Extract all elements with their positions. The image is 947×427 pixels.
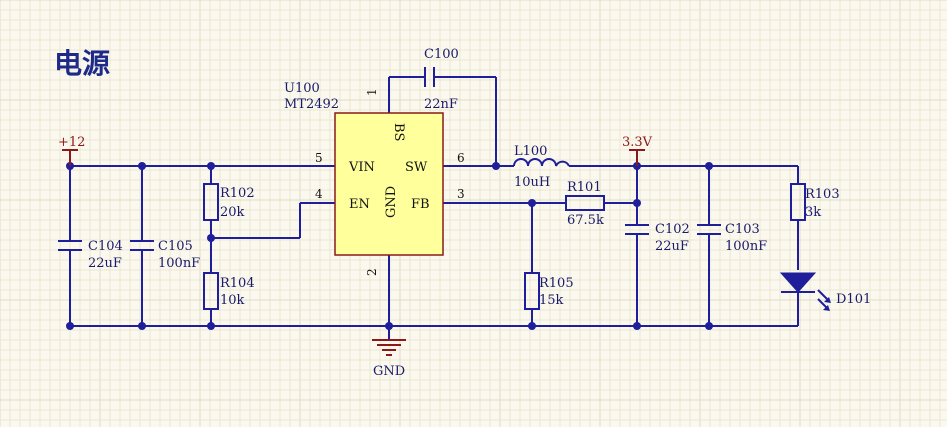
- junction-dot: [705, 322, 713, 330]
- c100-ref: C100: [424, 47, 459, 62]
- r103-value: 3k: [805, 205, 821, 220]
- power-label-3v3: 3.3V: [622, 135, 653, 150]
- junction-dot: [705, 162, 713, 170]
- junction-dot: [385, 322, 393, 330]
- pin-number-gnd: 2: [365, 268, 379, 276]
- pin-number-vin: 5: [315, 151, 323, 165]
- c100-value: 22nF: [424, 97, 458, 112]
- c103-ref: C103: [725, 222, 760, 237]
- pin-label-en: EN: [349, 197, 370, 212]
- power-label-12v: +12: [58, 135, 85, 150]
- resistor-r101: R101 67.5k: [565, 180, 605, 228]
- junction-dot: [138, 162, 146, 170]
- resistor-r102: R102 20k: [203, 183, 255, 221]
- power-symbol-12v: +12: [58, 135, 85, 166]
- pin-label-fb: FB: [411, 197, 430, 212]
- c102-ref: C102: [655, 222, 690, 237]
- junction-dot: [207, 234, 215, 242]
- pin-label-bs: BS: [391, 123, 406, 141]
- junction-dot: [207, 162, 215, 170]
- junction-dot: [633, 322, 641, 330]
- r102-value: 20k: [220, 205, 245, 220]
- ground-label: GND: [373, 364, 405, 379]
- resistor-r103: R103 3k: [790, 183, 840, 221]
- resistor-r105: R105 15k: [524, 272, 574, 310]
- wires: [69, 76, 799, 340]
- sheet-title: 电源: [54, 47, 110, 80]
- junction-dot: [207, 322, 215, 330]
- pin-number-bs: 1: [365, 88, 379, 96]
- c105-value: 100nF: [158, 256, 200, 271]
- r104-value: 10k: [220, 293, 245, 308]
- junction-dot: [138, 322, 146, 330]
- r101-ref: R101: [567, 180, 602, 195]
- pin-label-sw: SW: [405, 160, 428, 175]
- c104-ref: C104: [88, 239, 123, 254]
- pin-number-fb: 3: [457, 187, 465, 201]
- ic-body: [334, 112, 444, 256]
- inductor-l100: L100 10uH: [513, 144, 570, 190]
- ic-u100: U100 MT2492 VIN SW EN FB BS GND 5 6 4 3 …: [284, 81, 465, 276]
- junction-dot: [528, 322, 536, 330]
- r102-ref: R102: [220, 186, 255, 201]
- junction-dot: [492, 162, 500, 170]
- capacitor-c100: C100 22nF: [424, 47, 459, 112]
- capacitor-c104: C104 22uF: [58, 239, 123, 271]
- power-symbol-3v3: 3.3V: [622, 135, 653, 166]
- ground-symbol: GND: [372, 339, 406, 379]
- l100-value: 10uH: [514, 175, 550, 190]
- capacitor-c102: C102 22uF: [625, 222, 690, 254]
- pin-label-gnd: GND: [384, 186, 399, 218]
- junctions: [66, 162, 713, 330]
- capacitor-c105: C105 100nF: [130, 239, 200, 271]
- pin-number-sw: 6: [457, 151, 465, 165]
- junction-dot: [66, 322, 74, 330]
- c103-value: 100nF: [725, 239, 767, 254]
- pin-label-vin: VIN: [348, 160, 375, 175]
- junction-dot: [633, 199, 641, 207]
- r101-value: 67.5k: [567, 213, 604, 228]
- capacitor-c103: C103 100nF: [697, 222, 767, 254]
- r105-value: 15k: [539, 293, 564, 308]
- ic-ref: U100: [284, 81, 320, 96]
- c105-ref: C105: [158, 239, 193, 254]
- pin-number-en: 4: [315, 187, 323, 201]
- r103-ref: R103: [805, 187, 840, 202]
- resistor-r104: R104 10k: [203, 272, 255, 310]
- c104-value: 22uF: [88, 256, 122, 271]
- d101-ref: D101: [836, 292, 871, 307]
- r104-ref: R104: [220, 276, 255, 291]
- ic-part: MT2492: [284, 97, 339, 112]
- junction-dot: [528, 199, 536, 207]
- led-d101: D101: [779, 272, 871, 311]
- l100-ref: L100: [514, 144, 547, 159]
- c102-value: 22uF: [655, 239, 689, 254]
- r105-ref: R105: [539, 276, 574, 291]
